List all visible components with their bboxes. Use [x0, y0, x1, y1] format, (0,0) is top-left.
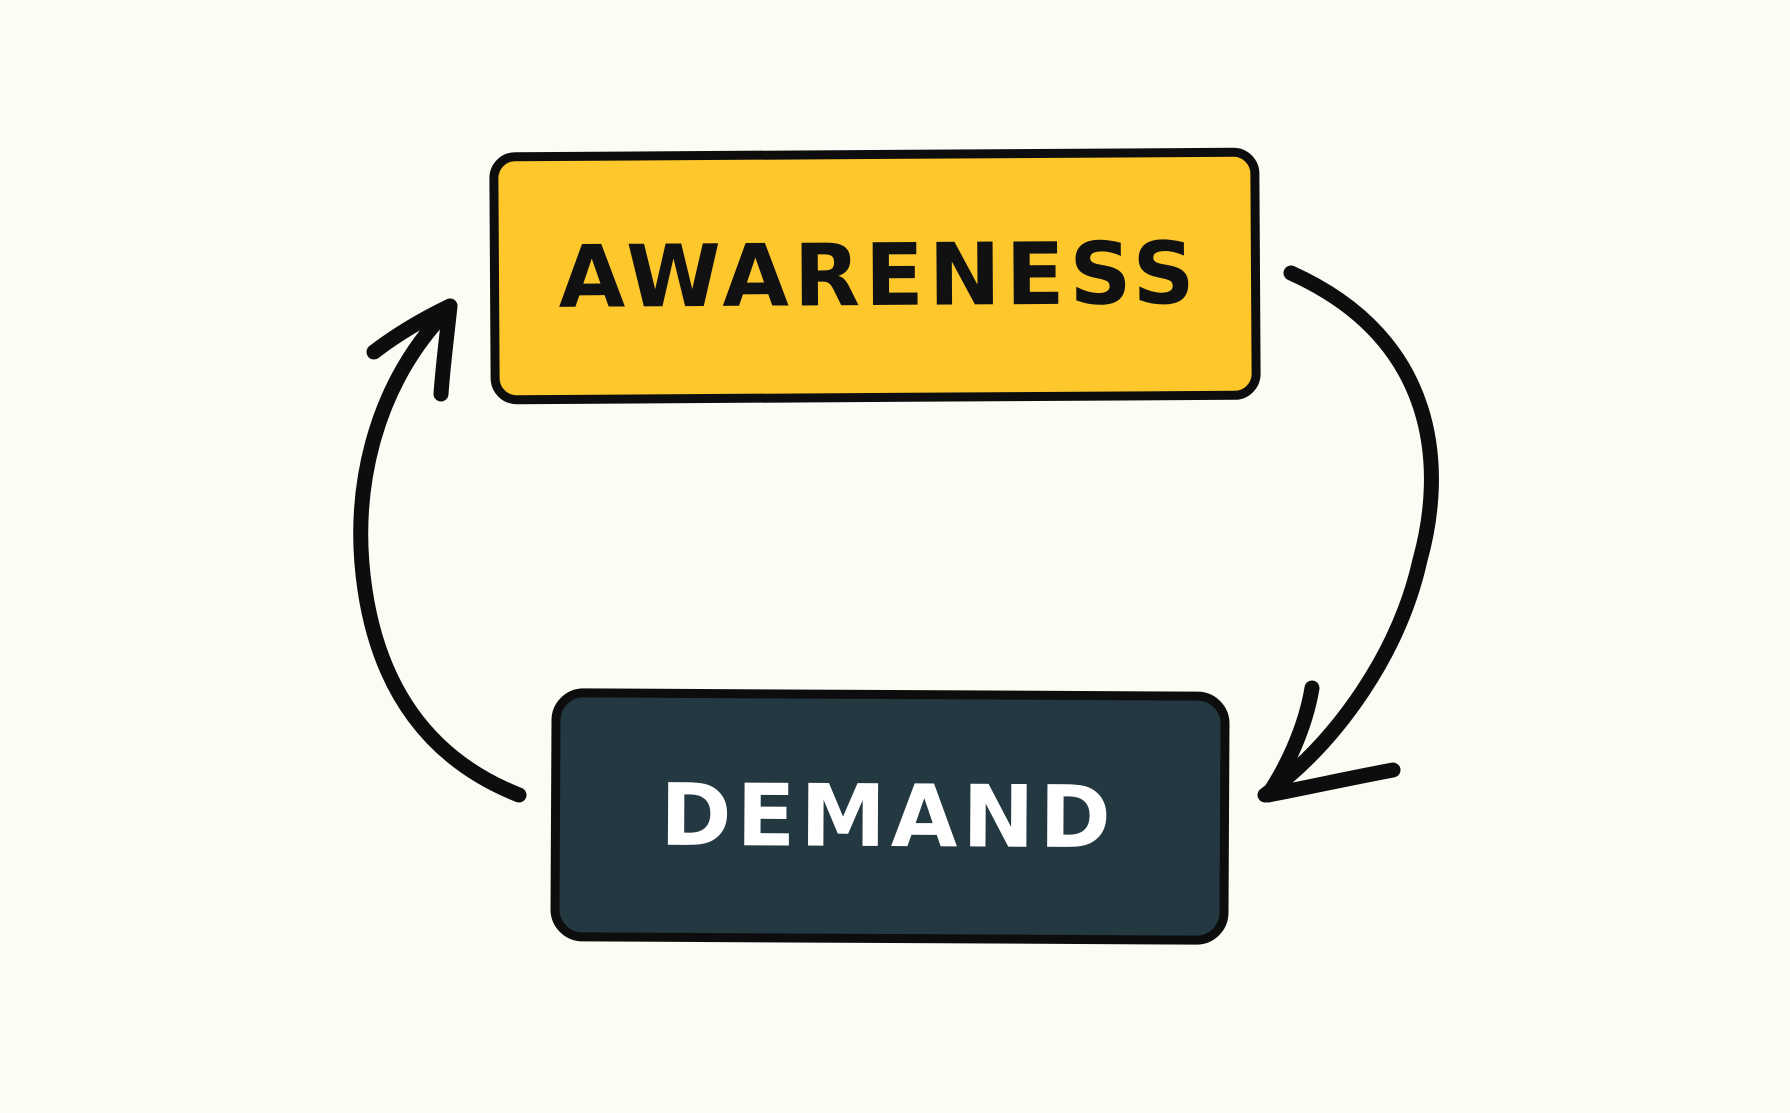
- arrowhead-to-demand-icon: [1260, 680, 1401, 803]
- demand-box: DEMAND: [550, 688, 1230, 945]
- arrow-awareness-to-demand: [1257, 265, 1439, 803]
- awareness-box: AWARENESS: [489, 147, 1261, 405]
- awareness-label: AWARENESS: [558, 224, 1200, 328]
- demand-label: DEMAND: [659, 765, 1117, 868]
- arrowhead-to-awareness-icon: [366, 298, 458, 402]
- arrow-demand-to-awareness: [353, 310, 527, 803]
